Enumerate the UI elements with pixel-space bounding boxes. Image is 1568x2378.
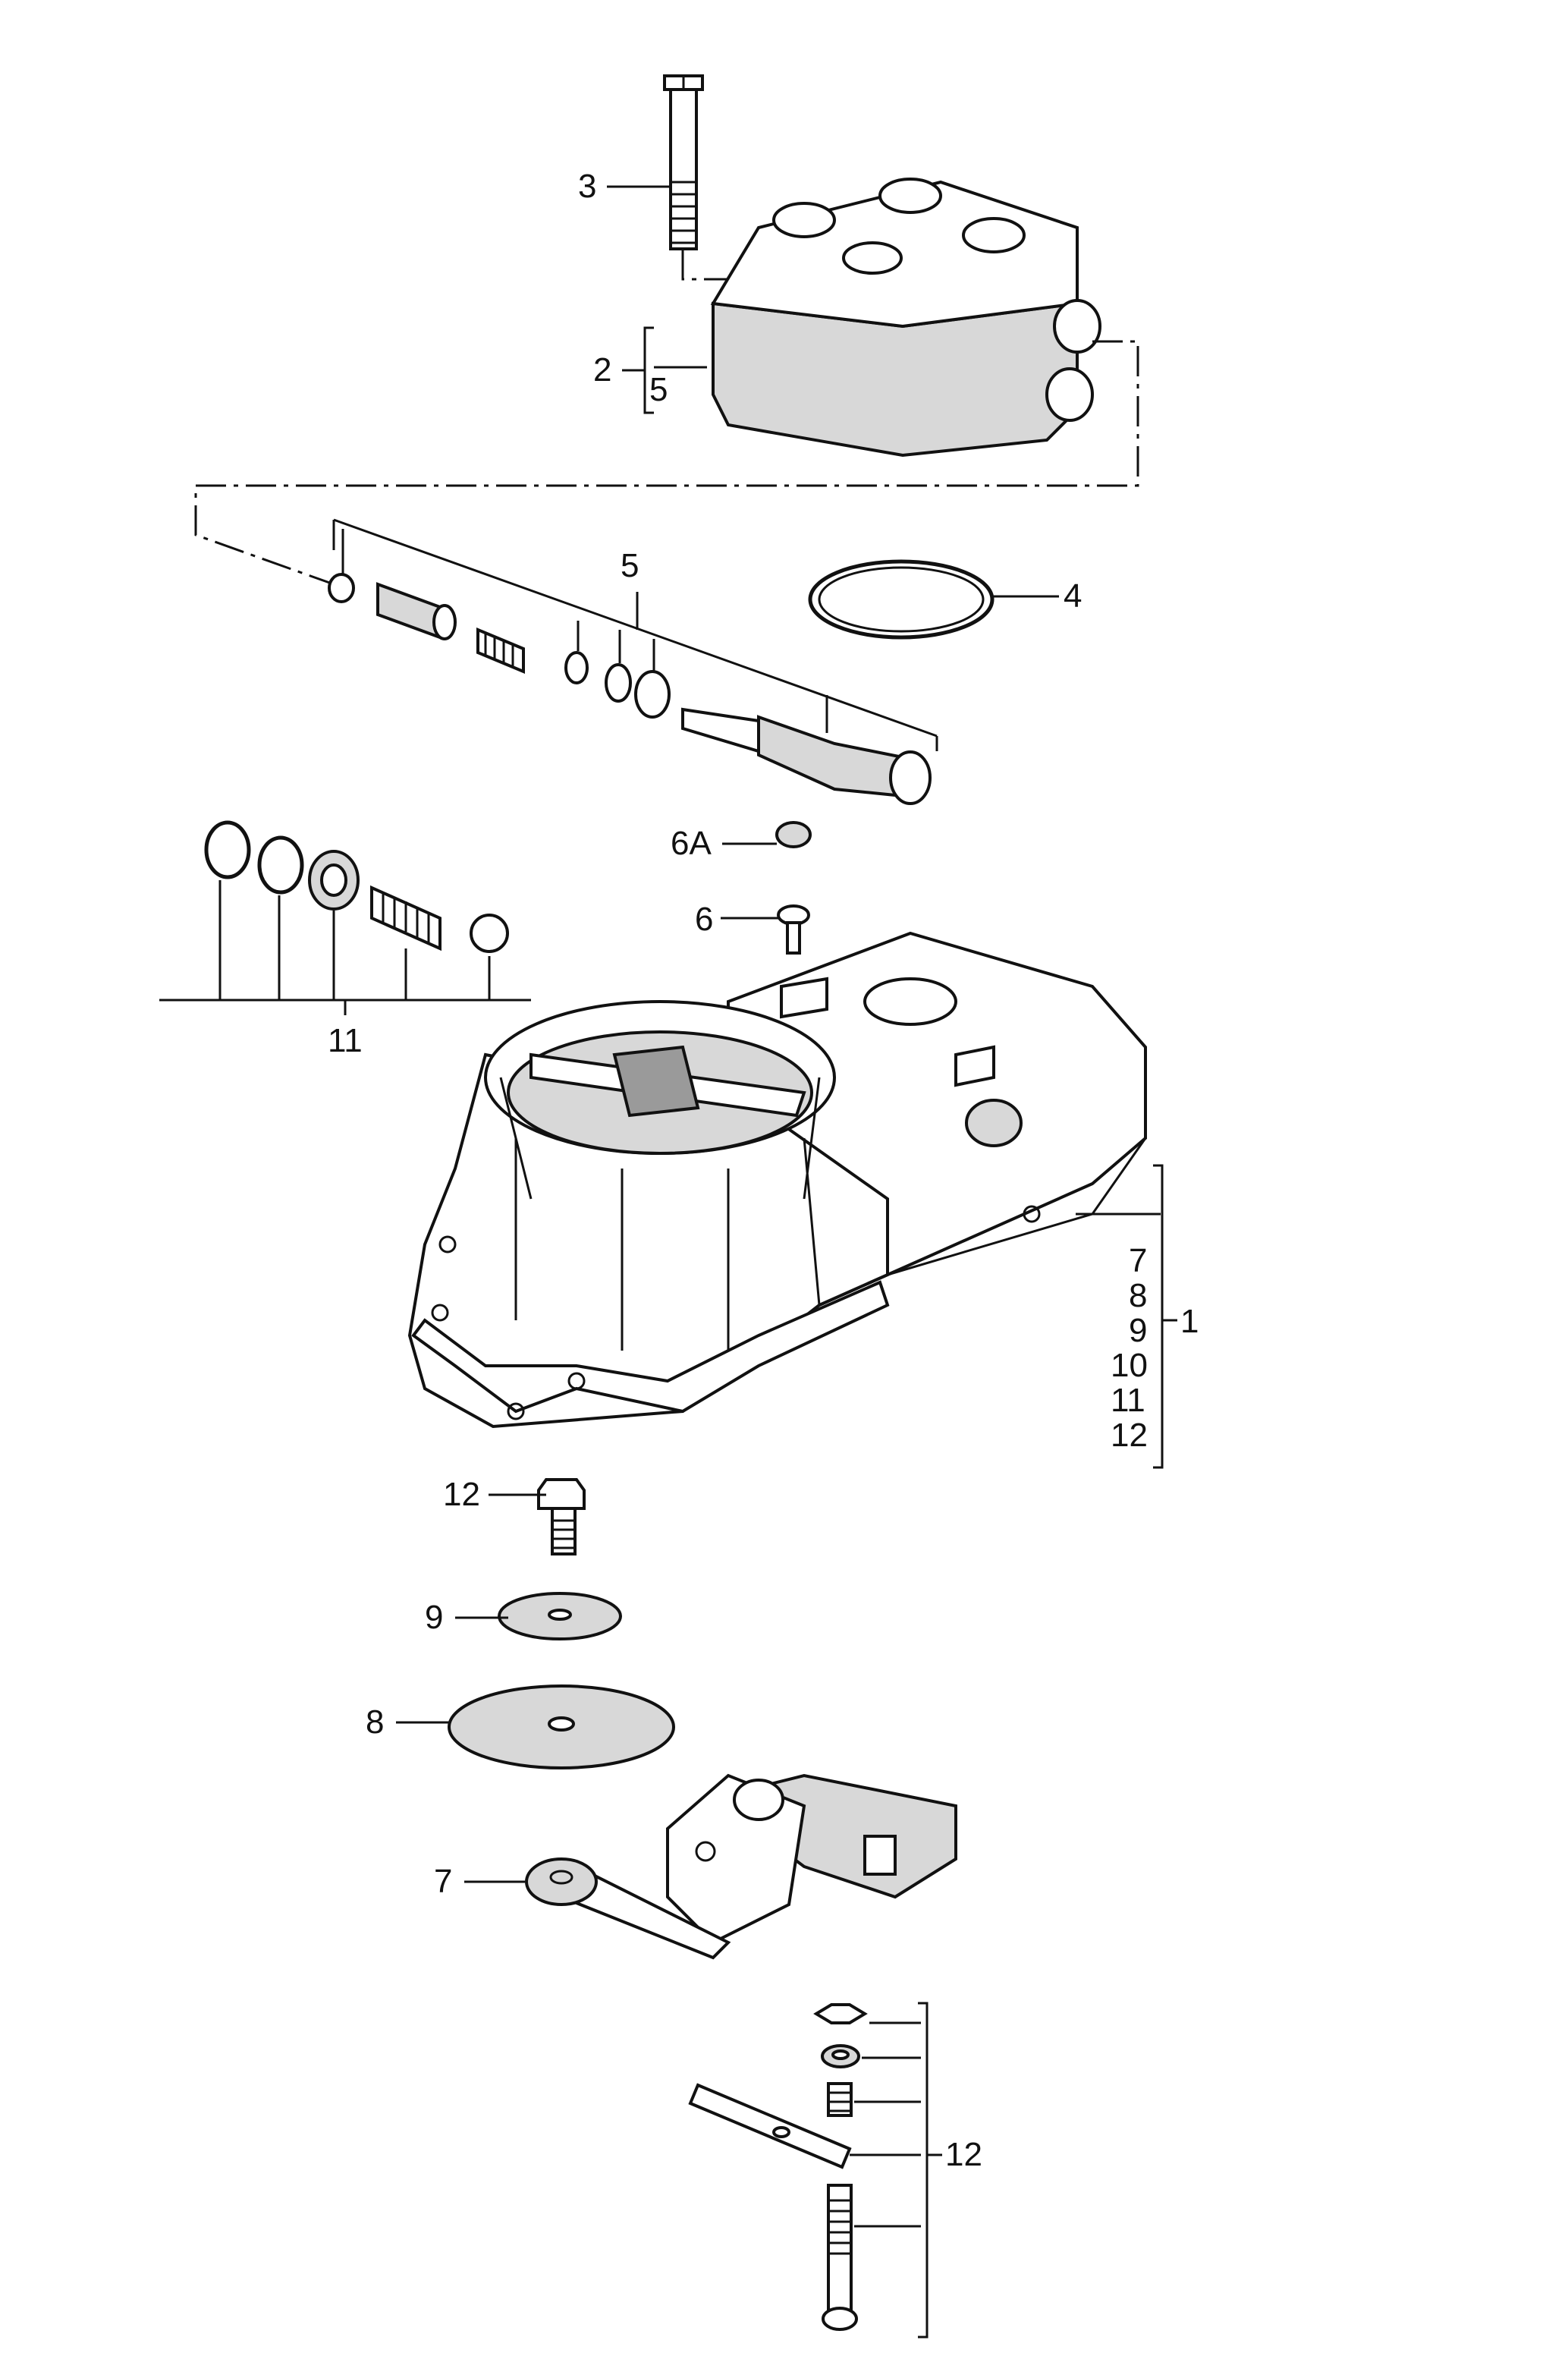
bracket-5 <box>332 518 938 751</box>
bracket-12 <box>850 2002 942 2339</box>
valve-parts <box>328 573 932 805</box>
callout-7: 7 <box>434 1863 452 1900</box>
callout-1-item: 7 <box>1129 1242 1147 1279</box>
regulator-head-part <box>710 178 1101 458</box>
air-disc-hole <box>548 1716 575 1732</box>
small-screw-part <box>777 904 810 955</box>
bolt-part <box>537 1478 586 1555</box>
connection-line <box>194 340 1139 586</box>
callout-1: 1 <box>1180 1303 1199 1340</box>
bracket-11 <box>159 880 531 1015</box>
callout-1-item: 8 <box>1129 1277 1147 1314</box>
leader-line <box>622 366 707 372</box>
callout-8: 8 <box>366 1703 384 1741</box>
callout-11: 11 <box>328 1022 363 1059</box>
callout-1-item: 11 <box>1111 1382 1145 1419</box>
callout-12-group: 12 <box>945 2136 982 2173</box>
valve-tick-line <box>341 529 828 733</box>
callout-3: 3 <box>578 168 596 205</box>
callout-2: 2 <box>593 351 611 388</box>
callout-5-head: 5 <box>649 371 668 408</box>
callout-6: 6 <box>695 901 713 938</box>
callout-1-item: 9 <box>1129 1312 1147 1349</box>
sealing-ring-inner <box>818 566 985 633</box>
callout-5: 5 <box>621 547 639 584</box>
sensor-lever-part <box>525 1773 957 1960</box>
washer-hole <box>548 1609 572 1621</box>
bracket-1 <box>1076 1164 1177 1469</box>
fastener-set-parts <box>688 2003 868 2331</box>
plug-part <box>775 821 812 848</box>
callout-9: 9 <box>425 1599 443 1636</box>
spring-kit-parts <box>204 820 509 953</box>
callout-1-item: 10 <box>1111 1347 1148 1384</box>
callout-1-item: 12 <box>1111 1417 1148 1454</box>
screw-part <box>663 74 704 250</box>
callout-6a: 6A <box>671 825 712 862</box>
callout-12-bolt: 12 <box>443 1476 480 1513</box>
housing-part <box>407 931 1147 1429</box>
sealing-ring-part <box>808 559 995 640</box>
callout-4: 4 <box>1064 577 1082 615</box>
